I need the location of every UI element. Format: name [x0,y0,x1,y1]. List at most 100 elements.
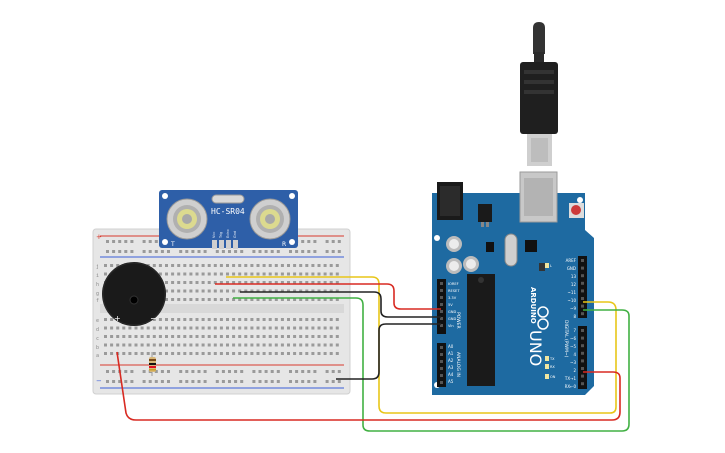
pin-label: ~9 [570,306,576,311]
breadboard-hole [262,264,266,267]
breadboard-hole [112,380,116,383]
breadboard-hole [293,264,297,267]
breadboard-hole [238,289,242,293]
breadboard-hole [110,352,114,355]
breadboard-hole [142,370,146,373]
breadboard-hole [207,352,211,355]
breadboard-hole [177,326,181,330]
breadboard-hole [213,335,217,338]
resistor [149,352,156,376]
breadboard-hole [325,380,329,383]
breadboard-hole [104,326,107,330]
breadboard-hole [268,326,272,330]
pin-label: GND [448,317,456,321]
breadboard-hole [329,318,333,321]
breadboard-hole [299,326,303,330]
breadboard-hole [185,370,189,373]
pin-label: RX←0 [565,384,577,389]
breadboard-hole [234,370,238,373]
breadboard-hole [335,318,339,321]
header-pin [581,367,584,370]
header-pin [581,289,584,293]
sensor-pin-label: Trig [219,232,223,239]
breadboard-hole [256,335,260,338]
breadboard-hole [301,380,305,383]
pin-label: 8 [573,314,576,319]
breadboard-hole [219,326,223,330]
breadboard-hole [299,264,303,267]
breadboard-hole [177,264,181,267]
breadboard-hole [238,264,242,267]
breadboard-hole [238,326,242,330]
breadboard-hole [213,352,217,355]
arduino-uno: ARDUINO UNO IOREF RESET 3.3V 5V GND GND … [432,171,594,395]
analog-label: ANALOG IN [455,352,461,377]
breadboard-hole [234,380,238,383]
breadboard-hole [167,380,170,383]
breadboard-hole [213,289,217,293]
breadboard-hole [171,272,175,276]
breadboard-hole [329,289,333,293]
breadboard-hole [276,380,280,383]
pin-label: A2 [448,358,454,363]
ultrasonic-sensor: HC-SR04 T R Vcc Trig Echo Gnd [159,190,298,249]
header-pin [581,374,584,378]
breadboard-hole [325,240,329,243]
breadboard-hole [232,326,236,330]
breadboard-hole [201,289,205,293]
breadboard-hole [280,264,284,267]
breadboard-hole [197,380,201,383]
breadboard-hole [110,264,114,267]
breadboard-hole [226,318,229,321]
breadboard-hole [207,335,211,338]
breadboard-hole [280,318,284,321]
breadboard-hole [335,281,339,284]
breadboard-hole [221,250,225,253]
pin-label: A0 [448,344,454,349]
breadboard-hole [335,352,339,355]
breadboard-hole [189,281,193,284]
rail-minus-label: − [96,377,102,385]
breadboard-hole [158,343,162,347]
breadboard-hole [104,272,107,276]
breadboard-hole [148,380,152,383]
breadboard-hole [307,380,311,383]
breadboard-hole [289,250,292,253]
breadboard-hole [116,335,120,338]
breadboard-hole [134,352,138,355]
breadboard-hole [124,240,128,243]
breadboard-hole [295,250,299,253]
breadboard-hole [299,272,303,276]
breadboard-hole [177,289,181,293]
breadboard-hole [305,298,309,301]
arduino-brand: ARDUINO [529,287,537,324]
breadboard-hole [268,343,272,347]
breadboard-hole [274,264,278,267]
breadboard-hole [185,250,189,253]
breadboard-hole [329,298,333,301]
breadboard-hole [158,335,162,338]
breadboard-hole [183,343,187,347]
breadboard-hole [244,326,248,330]
breadboard-hole [252,250,256,253]
breadboard-hole [158,264,162,267]
breadboard-hole [219,318,223,321]
breadboard-hole [165,298,168,301]
breadboard-hole [195,281,199,284]
breadboard-hole [262,272,266,276]
breadboard-hole [228,250,231,253]
breadboard-hole [226,289,229,293]
pin-label: A5 [448,379,454,384]
breadboard-hole [165,272,168,276]
pin-label: 3.3V [448,296,457,300]
breadboard-hole [167,250,170,253]
breadboard-hole [189,289,193,293]
breadboard-hole [250,335,254,338]
breadboard-hole [142,240,146,243]
breadboard-hole [289,380,292,383]
breadboard-hole [325,250,329,253]
breadboard-hole [232,343,236,347]
breadboard-hole [274,335,278,338]
header-pin [581,344,584,348]
breadboard-hole [226,326,229,330]
